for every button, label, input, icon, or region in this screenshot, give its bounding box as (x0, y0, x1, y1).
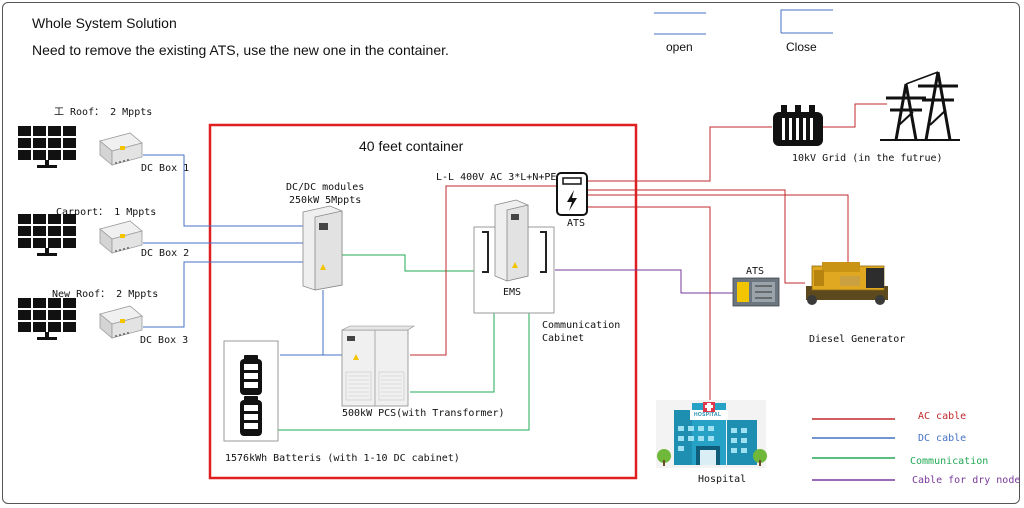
power-pylon-icon (880, 71, 960, 141)
hospital-icon (656, 400, 767, 468)
solar-panel-icon (18, 126, 76, 168)
ats-container-label: ATS (567, 218, 586, 229)
hospital-label: Hospital (698, 474, 747, 485)
ac-cables (410, 103, 887, 405)
cable-legend-lines (812, 418, 895, 481)
dry-node-cable (555, 269, 733, 294)
comm-cabinet-label-line1: Communication (542, 320, 621, 331)
grid-label: 10kV Grid (in the futrue) (792, 153, 943, 164)
generator-ats-label: ATS (746, 266, 765, 277)
pv-carport-label: Carport： 1 Mppts (56, 207, 157, 218)
page-subtitle: Need to remove the existing ATS, use the… (32, 42, 449, 58)
dc-box-2-label: DC Box 2 (141, 248, 190, 259)
legend-dry-node-label: Cable for dry node (912, 475, 1021, 486)
battery-icon (240, 355, 262, 395)
pcs-label: 500kW PCS(with Transformer) (342, 408, 505, 419)
diesel-generator-icon (806, 262, 888, 305)
switch-legend-open-symbol (654, 12, 706, 35)
dc-box-icon (99, 132, 143, 166)
solar-panel-icon (18, 298, 76, 340)
pcs-cabinet-icon (341, 325, 415, 407)
container-border (208, 123, 638, 480)
dcdc-label-line2: 250kW 5Mppts (289, 195, 362, 206)
ats-container-icon (556, 172, 588, 216)
pv-new-roof-label: New Roof： 2 Mppts (52, 289, 159, 300)
solar-panel-icon (18, 214, 76, 256)
switch-legend-close-label: Close (786, 40, 817, 54)
container-label: 40 feet container (359, 138, 464, 154)
dc-box-1-label: DC Box 1 (141, 163, 190, 174)
legend-ac-cable-label: AC cable (918, 411, 967, 422)
legend-communication-label: Communication (910, 456, 989, 467)
dc-cables (143, 154, 344, 356)
dcdc-label-line1: DC/DC modules (286, 182, 365, 193)
page-title: Whole System Solution (32, 15, 177, 31)
generator-ats-icon (732, 277, 780, 307)
dc-box-icon (99, 305, 143, 339)
switch-legend-open-label: open (666, 40, 693, 54)
legend-dc-cable-label: DC cable (918, 433, 967, 444)
comm-cabinet-label-line2: Cabinet (542, 333, 585, 344)
dc-box-icon (99, 220, 143, 254)
hospital-sign-label: HOSPITAL (694, 412, 722, 418)
batteries-label: 1576kWh Batteris (with 1-10 DC cabinet) (225, 453, 460, 464)
battery-icon (240, 396, 262, 436)
dcdc-cabinet-icon (302, 205, 343, 291)
ac-bus-label: L-L 400V AC 3*L+N+PE (436, 172, 557, 183)
pv-roof-label: 工 Roof： 2 Mppts (54, 107, 153, 118)
dc-box-3-label: DC Box 3 (140, 335, 189, 346)
transformer-icon (773, 105, 823, 146)
diesel-generator-label: Diesel Generator (809, 334, 906, 345)
switch-legend-close-symbol (780, 9, 833, 34)
communication-cables (278, 254, 530, 431)
ems-cabinet-icon (482, 199, 547, 282)
ems-label: EMS (503, 287, 522, 298)
